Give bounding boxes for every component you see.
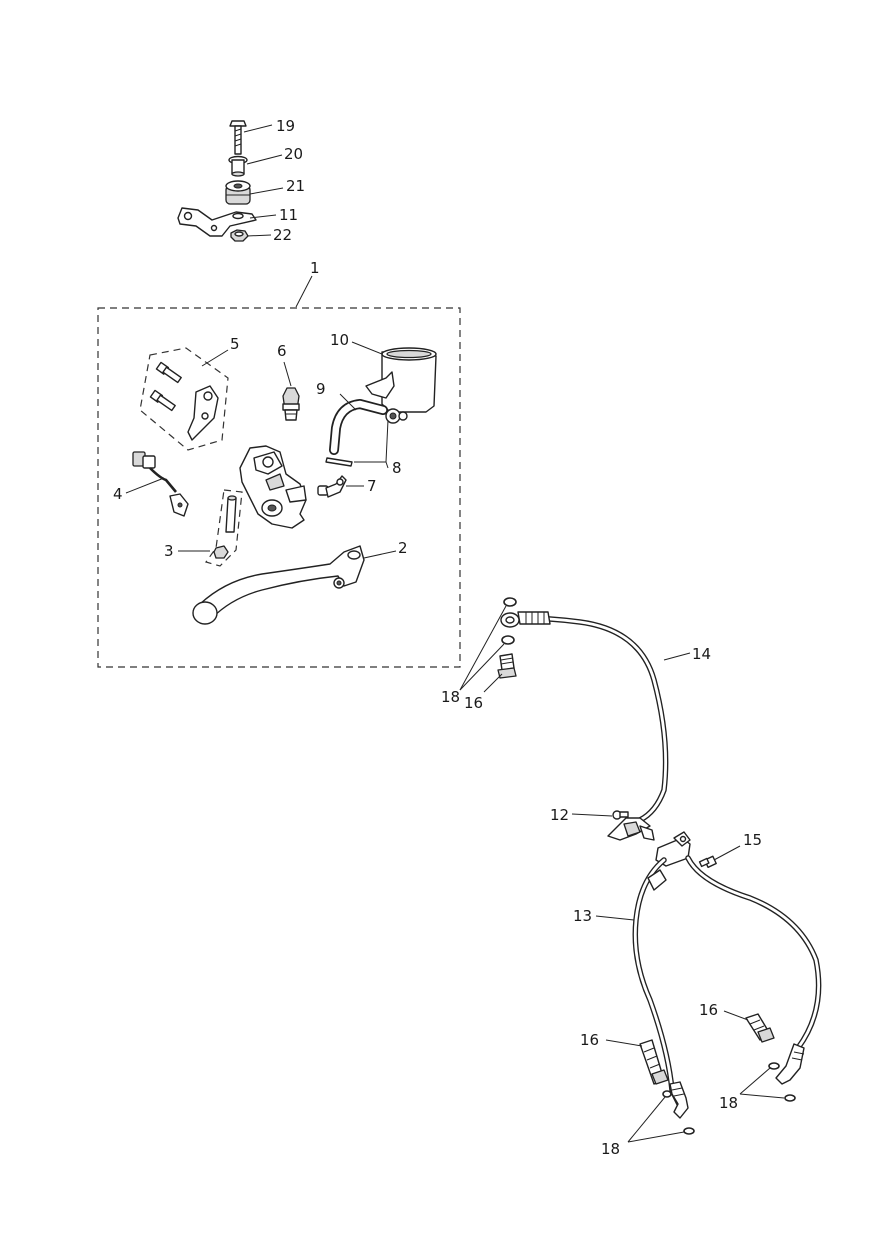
- callout-16-upper: 16: [464, 694, 483, 712]
- mount-bolt-19: [229, 120, 247, 155]
- washer-18-c: [662, 1090, 672, 1098]
- callout-15: 15: [743, 831, 762, 849]
- clamp-bolt-upper: [155, 361, 182, 384]
- pushrod-kit-outline: [205, 489, 243, 567]
- washer-18-a: [503, 597, 517, 607]
- banjo-bolt-16-right: [745, 1013, 775, 1043]
- callout-10: 10: [330, 331, 349, 349]
- clutch-lever-2: [192, 545, 365, 625]
- mount-nut-22: [230, 229, 249, 242]
- reservoir-hose-9: [329, 399, 388, 455]
- washer-18-e: [768, 1062, 780, 1070]
- bolt-15: [698, 855, 717, 869]
- hose-junction-12: [607, 810, 655, 841]
- clamp-kit-outline: [139, 347, 229, 451]
- callout-4: 4: [113, 485, 123, 503]
- clutch-hose-14: [500, 611, 669, 823]
- clutch-hose-branch-right: [685, 855, 822, 1085]
- callout-1: 1: [310, 259, 320, 277]
- callout-14: 14: [692, 645, 711, 663]
- fluid-reservoir-10: [365, 347, 437, 424]
- callout-18-right: 18: [719, 1094, 738, 1112]
- mount-bracket-11: [177, 207, 257, 237]
- callout-7: 7: [367, 477, 377, 495]
- washer-18-b: [501, 635, 515, 645]
- callout-6: 6: [277, 342, 287, 360]
- callout-8: 8: [392, 459, 402, 477]
- clutch-switch-4: [132, 451, 189, 517]
- pushrod-3: [213, 495, 237, 559]
- callout-13: 13: [573, 907, 592, 925]
- banjo-bolt-16-upper: [497, 653, 517, 679]
- callout-22: 22: [273, 226, 292, 244]
- callout-9: 9: [316, 380, 326, 398]
- washer-18-f: [784, 1094, 796, 1102]
- callout-2: 2: [398, 539, 408, 557]
- callout-21: 21: [286, 177, 305, 195]
- clutch-hose-13: [632, 857, 689, 1119]
- handlebar-clamp: [187, 385, 219, 441]
- callout-18-left: 18: [601, 1140, 620, 1158]
- callout-19: 19: [276, 117, 295, 135]
- callout-11: 11: [279, 206, 298, 224]
- banjo-fitting-7: [317, 475, 347, 498]
- callout-20: 20: [284, 145, 303, 163]
- callout-12: 12: [550, 806, 569, 824]
- callout-16-left: 16: [580, 1031, 599, 1049]
- clamp-bolt-lower: [149, 389, 176, 412]
- banjo-bolt-16-left: [639, 1039, 669, 1085]
- hose-clip-8: [325, 457, 353, 467]
- callout-18-upper: 18: [441, 688, 460, 706]
- callout-16-right: 16: [699, 1001, 718, 1019]
- washer-18-d: [683, 1127, 695, 1135]
- callout-3: 3: [164, 542, 174, 560]
- mount-rubber-21: [225, 180, 251, 205]
- callout-5: 5: [230, 335, 240, 353]
- master-cylinder-body: [239, 445, 307, 529]
- mount-spacer-20: [228, 155, 248, 177]
- bleed-fitting-6: [282, 387, 300, 421]
- master-cylinder-kit-outline: [97, 307, 461, 668]
